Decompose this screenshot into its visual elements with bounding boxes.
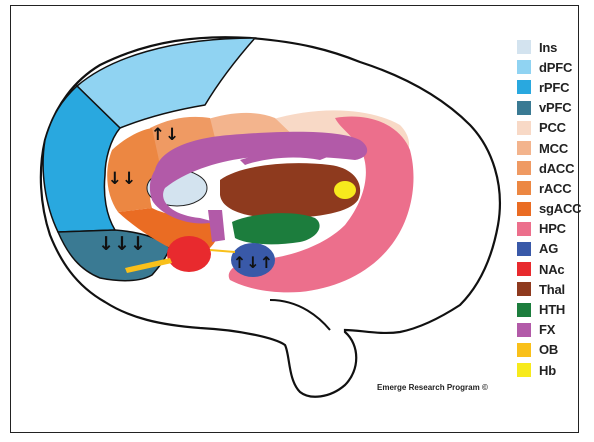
- legend-label: HTH: [539, 302, 565, 317]
- legend-swatch: [517, 363, 531, 377]
- legend-item-hth: HTH: [517, 299, 587, 319]
- legend-label: Ins: [539, 40, 557, 55]
- legend-label: sgACC: [539, 201, 581, 216]
- legend-swatch: [517, 80, 531, 94]
- legend-item-thal: Thal: [517, 279, 587, 299]
- legend-item-ins: Ins: [517, 37, 587, 57]
- legend-swatch: [517, 40, 531, 54]
- arrows-vpfc: ↓↓↓: [98, 233, 146, 255]
- legend-swatch: [517, 242, 531, 256]
- legend-swatch: [517, 202, 531, 216]
- legend-item-hpc: HPC: [517, 219, 587, 239]
- region-nac: [167, 236, 211, 272]
- legend-label: Hb: [539, 363, 556, 378]
- legend-item-pcc: PCC: [517, 118, 587, 138]
- legend-label: NAc: [539, 262, 564, 277]
- legend-item-vpfc: vPFC: [517, 98, 587, 118]
- legend-label: rACC: [539, 181, 571, 196]
- legend-swatch: [517, 282, 531, 296]
- arrows-ag: ↑↓↑: [233, 253, 273, 272]
- legend-label: dACC: [539, 161, 574, 176]
- legend-label: rPFC: [539, 80, 569, 95]
- legend-item-ag: AG: [517, 239, 587, 259]
- legend-item-ob: OB: [517, 340, 587, 360]
- legend-swatch: [517, 323, 531, 337]
- legend-swatch: [517, 262, 531, 276]
- legend-item-fx: FX: [517, 320, 587, 340]
- legend-label: HPC: [539, 221, 566, 236]
- legend-item-mcc: MCC: [517, 138, 587, 158]
- legend-item-dacc: dACC: [517, 158, 587, 178]
- legend-label: Thal: [539, 282, 565, 297]
- legend-label: PCC: [539, 120, 566, 135]
- legend-label: vPFC: [539, 100, 571, 115]
- legend-label: FX: [539, 322, 555, 337]
- arrows-racc: ↓↓: [108, 169, 137, 189]
- legend-label: dPFC: [539, 60, 572, 75]
- region-hb: [334, 181, 356, 199]
- credit-text: Emerge Research Program ©: [377, 383, 488, 392]
- region-hth: [232, 213, 320, 244]
- legend-item-sgacc: sgACC: [517, 199, 587, 219]
- legend-item-nac: NAc: [517, 259, 587, 279]
- arrows-dacc: ↑↓: [151, 125, 180, 145]
- legend-swatch: [517, 343, 531, 357]
- legend-item-racc: rACC: [517, 178, 587, 198]
- legend-label: OB: [539, 342, 558, 357]
- legend-swatch: [517, 141, 531, 155]
- legend: Ins dPFC rPFC vPFC PCC MCC dACC rACC sgACC HPC AG N…: [517, 37, 587, 380]
- legend-swatch: [517, 222, 531, 236]
- legend-swatch: [517, 161, 531, 175]
- legend-swatch: [517, 60, 531, 74]
- legend-item-dpfc: dPFC: [517, 57, 587, 77]
- legend-item-hb: Hb: [517, 360, 587, 380]
- legend-swatch: [517, 121, 531, 135]
- legend-swatch: [517, 181, 531, 195]
- legend-label: MCC: [539, 141, 568, 156]
- legend-swatch: [517, 101, 531, 115]
- legend-label: AG: [539, 241, 558, 256]
- legend-swatch: [517, 303, 531, 317]
- legend-item-rpfc: rPFC: [517, 77, 587, 97]
